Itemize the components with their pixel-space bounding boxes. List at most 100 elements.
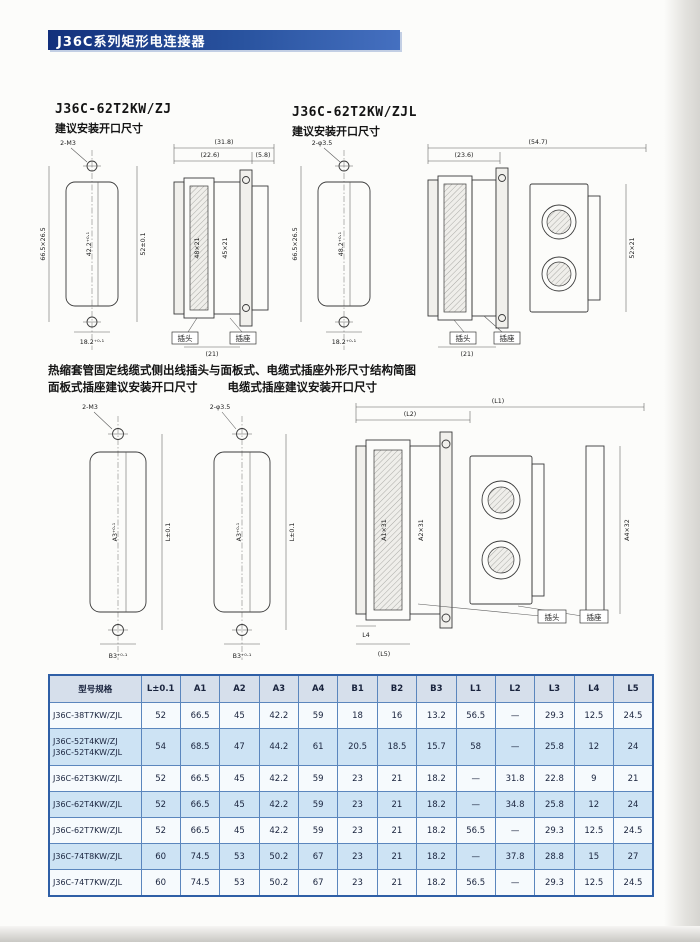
value-cell: 59 [297,765,339,792]
body-dim-label: A2×31 [418,519,425,541]
value-cell: 42.2 [258,765,300,792]
section2-heading-line1: 热缩套管固定线缆式侧出线插头与面板式、电缆式插座外形尺寸结构简图 [48,363,416,377]
column-header: L2 [494,674,536,703]
mid-dim-label: (L2) [404,411,416,418]
scan-edge-right [664,0,700,942]
value-cell: 56.5 [455,702,496,729]
value-cell: 53 [219,843,260,870]
value-cell: 45 [219,765,260,792]
value-cell: 21 [376,765,418,792]
column-header: L5 [613,674,654,703]
value-cell: 45 [219,702,260,729]
value-cell: 59 [297,791,339,818]
value-cell: 12.5 [573,817,615,844]
value-cell: 66.5 [179,791,221,818]
value-cell: 45 [219,817,260,844]
value-cell: 74.5 [179,869,221,897]
model-cell: J36C-62T7KW/ZJL [48,817,142,844]
hole-dim-label: 2-φ3.5 [210,404,230,411]
value-cell: 45 [219,791,260,818]
body-dim-label: A1×31 [381,519,388,541]
value-cell: — [455,765,496,792]
value-cell: 47 [219,728,260,766]
cable-cutout-generic-drawing: 2-φ3.5 A3⁺⁰·¹ L±0.1 B3⁺⁰·¹ [210,404,296,660]
value-cell: 25.8 [534,728,575,766]
value-cell: 52 [140,791,181,818]
mid-dim-label: (22.6) [201,152,220,159]
opening-dim-label: 42.2⁺⁰·¹ [86,231,93,256]
page-title: J36C系列矩形电连接器 [57,34,206,50]
value-cell: 20.5 [337,728,378,766]
value-cell: 12.5 [573,702,615,729]
value-cell: 74.5 [179,843,221,870]
value-cell: 23 [337,817,378,844]
column-header: B3 [416,674,457,703]
zjl-cutout-drawing: 2-φ3.5 48.2⁺⁰·¹ 66.5×26.5 18.2⁺⁰·¹ [292,140,371,350]
column-header: B2 [376,674,418,703]
value-cell: 42.2 [258,817,300,844]
value-cell: 13.2 [416,702,457,729]
value-cell: 15 [573,843,615,870]
value-cell: 67 [297,843,339,870]
value-cell: 24.5 [613,817,654,844]
pitch-dim-label: 52±0.1 [140,232,147,255]
bottom-dim-label: B3⁺⁰·¹ [109,653,128,660]
socket-label: 插座 [587,612,602,622]
value-cell: 23 [337,791,378,818]
value-cell: 18 [337,702,378,729]
socket-label: 插座 [500,333,515,343]
model-cell: J36C-62T4KW/ZJL [48,791,142,818]
figure-title-zjl: J36C-62T2KW/ZJL [292,105,417,120]
value-cell: 52 [140,817,181,844]
value-cell: 18.2 [416,791,457,818]
value-cell: 68.5 [179,728,221,766]
section2-heading: 热缩套管固定线缆式侧出线插头与面板式、电缆式插座外形尺寸结构简图 面板式插座建议… [48,362,648,396]
figure-subtitle-zjl: 建议安装开口尺寸 [292,125,380,138]
value-cell: 50.2 [258,869,300,897]
body-dim-label: 52×21 [629,237,636,258]
value-cell: 66.5 [179,817,221,844]
panel-cutout-shape [213,411,287,660]
opening-dim-label: A3⁺⁰·¹ [236,522,243,541]
panel-cutout-shape [89,411,163,660]
model-cell: J36C-74T7KW/ZJL [48,869,142,897]
value-cell: — [455,791,496,818]
value-cell: 50.2 [258,843,300,870]
value-cell: 56.5 [455,869,496,897]
value-cell: 18.2 [416,817,457,844]
value-cell: 42.2 [258,791,300,818]
bottom-dim-label: 18.2⁺⁰·¹ [80,339,105,346]
bottom-dim-label: (L5) [378,651,390,658]
value-cell: 27 [613,843,654,870]
figure-subtitle-zj: 建议安装开口尺寸 [55,122,143,135]
assembly-generic-drawing: (L1) (L2) A1×31 A2×31 A4×32 插头 插座 L4 (L5… [355,398,645,658]
value-cell: 52 [140,702,181,729]
column-header: L4 [573,674,615,703]
hole-dim-label: 2-M3 [82,404,98,411]
value-cell: 25.8 [534,791,575,818]
assembly-shape [355,403,645,645]
value-cell: 18.2 [416,765,457,792]
bottom-dim-label: (21) [461,351,474,358]
model-cell: J36C-74T8KW/ZJL [48,843,142,870]
value-cell: 61 [297,728,339,766]
page-header-banner: J36C系列矩形电连接器 [48,30,400,50]
model-cell: J36C-62T3KW/ZJL [48,765,142,792]
outer-dim-label: 66.5×26.5 [40,227,47,260]
value-cell: 24.5 [613,869,654,897]
value-cell: 12.5 [573,869,615,897]
value-cell: 66.5 [179,765,221,792]
value-cell: 58 [455,728,496,766]
value-cell: 22.8 [534,765,575,792]
value-cell: 23 [337,869,378,897]
value-cell: 18.2 [416,869,457,897]
bottom-dim-label: B3⁺⁰·¹ [233,653,252,660]
column-header: A2 [219,674,260,703]
value-cell: 66.5 [179,702,221,729]
column-header: B1 [337,674,378,703]
value-cell: 9 [573,765,615,792]
value-cell: 24.5 [613,702,654,729]
